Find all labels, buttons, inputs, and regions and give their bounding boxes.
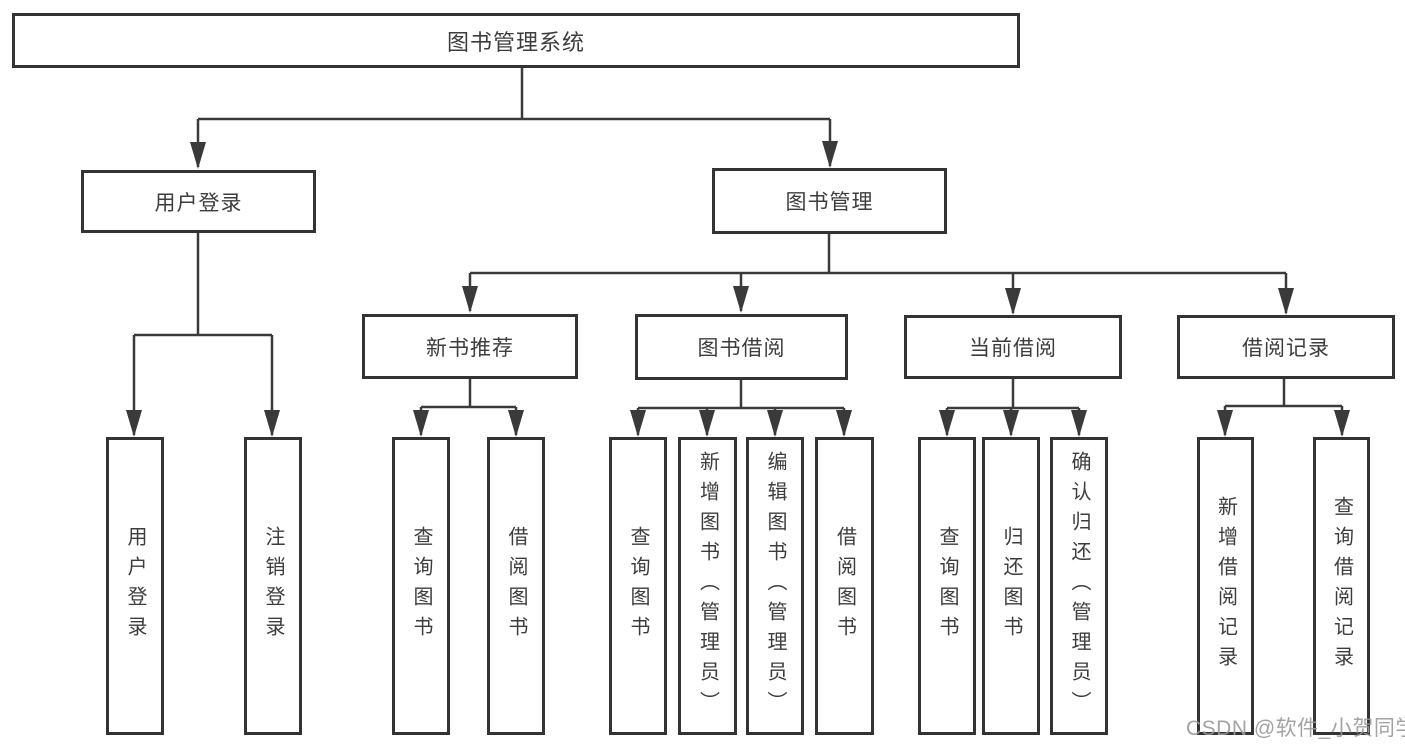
leaf-query-borrow-record: 查询借阅记录: [1313, 437, 1370, 735]
leaf-confirm-return-admin-label: 确认归还（管理员）: [1068, 451, 1090, 721]
node-new-book-recommend: 新书推荐: [362, 314, 578, 379]
node-current-borrow-label: 当前借阅: [969, 337, 1057, 360]
node-book-borrow-label: 图书借阅: [697, 337, 786, 360]
leaf-borrow-books-label: 借阅图书: [833, 526, 856, 646]
node-book-borrow: 图书借阅: [635, 314, 848, 380]
leaf-query-books-current: 查询图书: [918, 437, 976, 735]
leaf-edit-book-admin-label: 编辑图书（管理员）: [764, 451, 786, 721]
node-new-book-recommend-label: 新书推荐: [426, 336, 514, 360]
node-root-label: 图书管理系统: [446, 29, 585, 55]
leaf-logout: 注销登录: [244, 437, 302, 735]
leaf-return-books: 归还图书: [982, 437, 1040, 735]
leaf-query-books-borrow: 查询图书: [609, 437, 667, 735]
leaf-query-books-recommend-label: 查询图书: [410, 526, 432, 646]
leaf-borrow-books-recommend-label: 借阅图书: [505, 526, 527, 646]
leaf-add-borrow-record: 新增借阅记录: [1197, 437, 1254, 735]
leaf-add-book-admin-label: 新增图书（管理员）: [696, 451, 719, 721]
leaf-add-borrow-record-label: 新增借阅记录: [1214, 496, 1237, 676]
leaf-query-borrow-record-label: 查询借阅记录: [1330, 496, 1353, 676]
watermark-text: CSDN @软件_小贺同学: [1186, 717, 1405, 740]
leaf-return-books-label: 归还图书: [1000, 526, 1022, 646]
leaf-borrow-books: 借阅图书: [815, 437, 874, 735]
leaf-add-book-admin: 新增图书（管理员）: [678, 437, 737, 735]
leaf-edit-book-admin: 编辑图书（管理员）: [746, 437, 804, 735]
arrowheads: [126, 141, 1350, 437]
node-user-login: 用户登录: [81, 170, 316, 233]
leaf-query-books-borrow-label: 查询图书: [627, 526, 649, 646]
leaf-query-books-recommend: 查询图书: [392, 437, 450, 735]
leaf-confirm-return-admin: 确认归还（管理员）: [1050, 437, 1108, 735]
node-book-management-label: 图书管理: [785, 191, 874, 214]
leaf-borrow-books-recommend: 借阅图书: [487, 437, 545, 735]
node-book-management: 图书管理: [712, 168, 947, 234]
leaf-logout-label: 注销登录: [262, 526, 284, 646]
node-borrow-records: 借阅记录: [1177, 315, 1395, 379]
node-root: 图书管理系统: [12, 13, 1020, 68]
leaf-user-login: 用户登录: [106, 437, 164, 735]
node-borrow-records-label: 借阅记录: [1242, 337, 1330, 360]
node-user-login-label: 用户登录: [154, 191, 243, 215]
node-current-borrow: 当前借阅: [904, 315, 1122, 379]
leaf-user-login-label: 用户登录: [124, 526, 146, 646]
leaf-query-books-current-label: 查询图书: [936, 526, 958, 646]
